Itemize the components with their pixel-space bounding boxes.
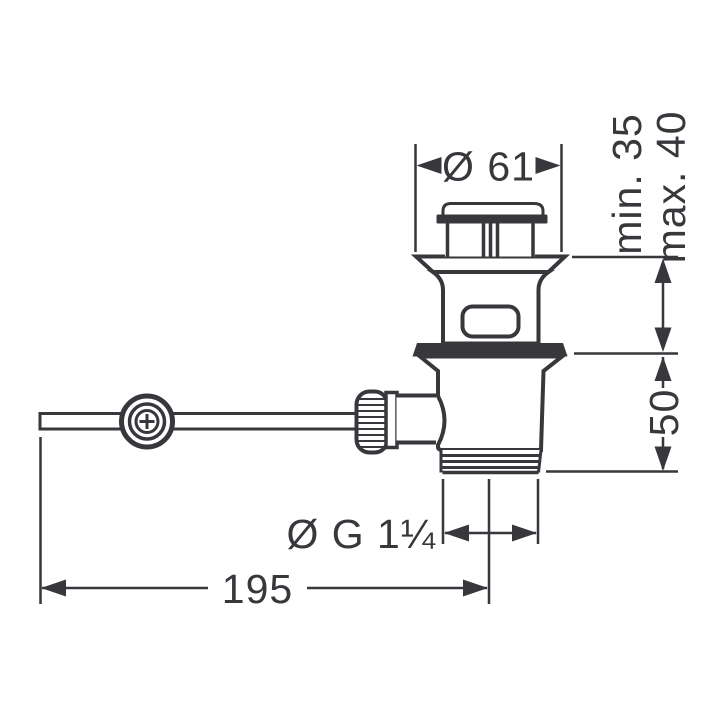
cap-seal-band <box>436 214 548 224</box>
dim-lever-length: 195 <box>39 437 488 612</box>
knurl-ribs <box>358 398 386 448</box>
knurled-nut <box>354 389 399 455</box>
overflow-slot <box>460 304 521 339</box>
arrow-right-icon <box>512 524 537 542</box>
arrow-down-icon <box>654 327 672 352</box>
label-top-diameter: Ø 61 <box>442 143 535 189</box>
pop-up-waste-fixture <box>38 202 571 475</box>
extension-lines <box>572 255 678 355</box>
lever-rod <box>38 412 359 431</box>
dim-thread: Ø G 1¼ <box>286 479 540 604</box>
plug-stem <box>445 222 535 257</box>
plug-cap <box>436 202 548 224</box>
pivot-cross-icon <box>139 414 155 429</box>
arrow-left-icon <box>416 157 442 174</box>
dim-body-height: 50 <box>546 356 687 473</box>
drain-flange <box>410 254 571 274</box>
arrow-up-icon <box>654 356 672 381</box>
label-thread: Ø G 1¼ <box>286 511 436 557</box>
arrow-left-icon <box>444 524 469 542</box>
valve-body <box>414 354 568 452</box>
label-depth-min: min. 35 <box>604 113 650 254</box>
socket-fill <box>396 397 437 441</box>
arrow-left-icon <box>41 579 66 597</box>
arrow-right-icon <box>535 157 561 174</box>
arrow-down-icon <box>654 446 672 471</box>
dim-mounting-depth: min. 35 max. 40 <box>572 111 694 355</box>
stem-lines <box>445 223 535 257</box>
thread-grooves <box>441 454 541 469</box>
arrow-right-icon <box>463 579 488 597</box>
lever-socket <box>396 393 437 445</box>
cap-dome <box>441 202 545 218</box>
pivot-joint <box>119 393 175 450</box>
socket-walls <box>396 393 436 445</box>
outlet-thread <box>439 449 543 475</box>
nut-collar <box>384 390 399 450</box>
gasket-ring <box>412 343 568 357</box>
dim-top-diameter: Ø 61 <box>414 143 563 252</box>
label-body-height: 50 <box>641 389 687 437</box>
extension-lines <box>414 144 563 252</box>
arrow-up-icon <box>654 258 672 283</box>
label-depth-max: max. 40 <box>648 111 694 264</box>
extension-lines <box>441 479 540 604</box>
label-lever-length: 195 <box>222 566 293 612</box>
